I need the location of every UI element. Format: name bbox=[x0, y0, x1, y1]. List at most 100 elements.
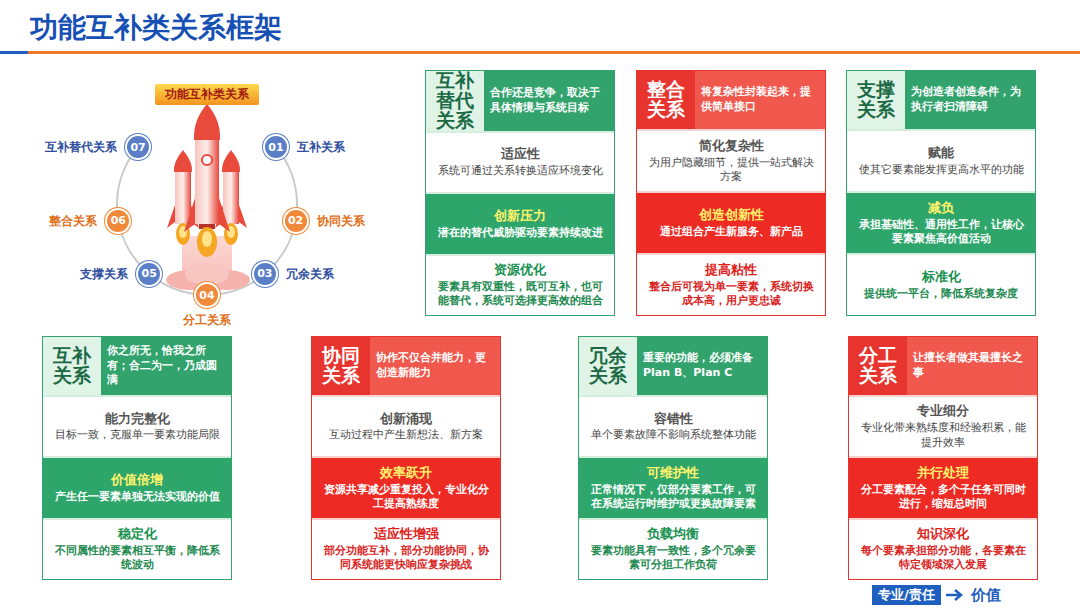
callout-number: 02 bbox=[288, 214, 303, 227]
section-heading: 适应性 bbox=[501, 146, 540, 163]
card-description-box: 合作还是竞争，取决于具体情境与系统目标 bbox=[484, 71, 614, 131]
feature-section: 稳定化不同属性的要素相互平衡，降低系统波动 bbox=[43, 520, 231, 579]
card-description: 为创造者创造条件，为执行者扫清障碍 bbox=[911, 85, 1029, 115]
stamp-label: 价值 bbox=[969, 586, 1003, 605]
section-body: 资源共享减少重复投入，专业化分工提高熟练度 bbox=[319, 483, 493, 512]
rocket-illustration bbox=[166, 104, 250, 290]
section-body: 系统可通过关系转换适应环境变化 bbox=[438, 164, 603, 178]
section-heading: 减负 bbox=[928, 200, 954, 217]
banner-text: 功能互补类关系 bbox=[165, 86, 249, 103]
card-description: 你之所无，恰我之所有；合二为一，乃成圆满 bbox=[107, 344, 225, 389]
section-body: 承担基础性、通用性工作，让核心要素聚焦高价值活动 bbox=[854, 218, 1028, 247]
feature-section: 创新涌现互动过程中产生新想法、新方案 bbox=[312, 397, 500, 456]
card-title: 冗余关系 bbox=[589, 346, 627, 386]
section-body: 产生任一要素单独无法实现的价值 bbox=[55, 490, 220, 504]
section-heading: 标准化 bbox=[922, 269, 961, 286]
section-heading: 效率跃升 bbox=[380, 465, 432, 482]
relation-card: 整合关系将复杂性封装起来，提供简单接口简化复杂性为用户隐藏细节，提供一站式解决方… bbox=[636, 70, 826, 316]
card-name-box: 分工关系 bbox=[849, 337, 907, 395]
feature-section: 资源优化要素具有双重性，既可互补，也可能替代，系统可选择更高效的组合 bbox=[426, 256, 614, 315]
feature-section: 创新压力潜在的替代威胁驱动要素持续改进 bbox=[426, 194, 614, 253]
card-title: 整合关系 bbox=[647, 80, 685, 120]
section-body: 目标一致，克服单一要素功能局限 bbox=[55, 428, 220, 442]
feature-section: 专业细分专业化带来熟练度和经验积累，能提升效率 bbox=[849, 397, 1037, 456]
circle-label: 支撑关系 bbox=[80, 265, 128, 282]
circle-label: 整合关系 bbox=[49, 212, 97, 229]
section-heading: 容错性 bbox=[654, 411, 693, 428]
feature-section: 可维护性正常情况下，仅部分要素工作，可在系统运行时维护或更换故障要素 bbox=[579, 458, 767, 517]
circle-label: 分工关系 bbox=[183, 312, 231, 329]
feature-section: 效率跃升资源共享减少重复投入，专业化分工提高熟练度 bbox=[312, 458, 500, 517]
callout-number: 03 bbox=[257, 267, 272, 280]
feature-section: 并行处理分工要素配合，多个子任务可同时进行，缩短总时间 bbox=[849, 458, 1037, 517]
section-heading: 稳定化 bbox=[118, 526, 157, 543]
callout-number: 05 bbox=[141, 267, 156, 280]
callout-number: 07 bbox=[130, 141, 145, 154]
card-description-box: 协作不仅合并能力，更创造新能力 bbox=[370, 337, 500, 395]
section-heading: 价值倍增 bbox=[111, 472, 163, 489]
card-name-box: 互补关系 bbox=[43, 337, 101, 395]
card-title: 互补关系 bbox=[53, 346, 91, 386]
card-header: 分工关系让擅长者做其最擅长之事 bbox=[849, 337, 1037, 395]
callout-number: 01 bbox=[268, 141, 283, 154]
banner: 功能互补类关系 bbox=[155, 84, 259, 105]
feature-section: 价值倍增产生任一要素单独无法实现的价值 bbox=[43, 458, 231, 517]
circle-label: 协同关系 bbox=[317, 212, 365, 229]
number-circle: 03冗余关系 bbox=[252, 261, 278, 287]
number-circle: 04分工关系 bbox=[194, 282, 220, 308]
feature-section: 容错性单个要素故障不影响系统整体功能 bbox=[579, 397, 767, 456]
section-heading: 创新涌现 bbox=[380, 411, 432, 428]
card-description: 合作还是竞争，取决于具体情境与系统目标 bbox=[490, 86, 608, 116]
section-heading: 适应性增强 bbox=[374, 526, 439, 543]
card-header: 冗余关系重要的功能，必须准备Plan B、Plan C bbox=[579, 337, 767, 395]
relation-card: 支撑关系为创造者创造条件，为执行者扫清障碍赋能使其它要素能发挥更高水平的功能减负… bbox=[846, 70, 1036, 316]
section-heading: 提高粘性 bbox=[705, 262, 757, 279]
section-heading: 能力完整化 bbox=[105, 411, 170, 428]
section-body: 正常情况下，仅部分要素工作，可在系统运行时维护或更换故障要素 bbox=[586, 483, 760, 512]
number-circle: 01互补关系 bbox=[263, 134, 289, 160]
feature-section: 负载均衡要素功能具有一致性，多个冗余要素可分担工作负荷 bbox=[579, 520, 767, 579]
section-body: 通过组合产生新服务、新产品 bbox=[660, 225, 803, 239]
feature-section: 减负承担基础性、通用性工作，让核心要素聚焦高价值活动 bbox=[847, 193, 1035, 253]
stamp-arrow bbox=[944, 588, 966, 602]
section-body: 使其它要素能发挥更高水平的功能 bbox=[859, 163, 1024, 177]
card-header: 互补关系你之所无，恰我之所有；合二为一，乃成圆满 bbox=[43, 337, 231, 395]
number-circle: 07互补替代关系 bbox=[125, 134, 151, 160]
card-title: 分工关系 bbox=[859, 346, 897, 386]
section-body: 专业化带来熟练度和经验积累，能提升效率 bbox=[856, 421, 1030, 450]
section-body: 不同属性的要素相互平衡，降低系统波动 bbox=[50, 544, 224, 573]
circle-label: 互补替代关系 bbox=[45, 139, 117, 156]
feature-section: 能力完整化目标一致，克服单一要素功能局限 bbox=[43, 397, 231, 456]
card-title: 互补替代关系 bbox=[436, 71, 474, 131]
section-body: 单个要素故障不影响系统整体功能 bbox=[591, 428, 756, 442]
section-heading: 资源优化 bbox=[494, 262, 546, 279]
section-body: 要素功能具有一致性，多个冗余要素可分担工作负荷 bbox=[586, 544, 760, 573]
section-heading: 简化复杂性 bbox=[699, 138, 764, 155]
card-title: 支撑关系 bbox=[857, 80, 895, 120]
section-body: 提供统一平台，降低系统复杂度 bbox=[864, 287, 1018, 301]
card-description-box: 为创造者创造条件，为执行者扫清障碍 bbox=[905, 71, 1035, 129]
section-heading: 赋能 bbox=[928, 145, 954, 162]
section-heading: 并行处理 bbox=[917, 465, 969, 482]
section-heading: 负载均衡 bbox=[647, 526, 699, 543]
title-rule bbox=[0, 51, 1080, 54]
feature-section: 赋能使其它要素能发挥更高水平的功能 bbox=[847, 131, 1035, 191]
card-description-box: 将复杂性封装起来，提供简单接口 bbox=[695, 71, 825, 129]
section-heading: 创新压力 bbox=[494, 208, 546, 225]
circle-label: 冗余关系 bbox=[286, 265, 334, 282]
section-body: 为用户隐藏细节，提供一站式解决方案 bbox=[644, 156, 818, 185]
section-body: 整合后可视为单一要素，系统切换成本高，用户更忠诚 bbox=[644, 280, 818, 309]
card-title: 协同关系 bbox=[322, 346, 360, 386]
value-stamp: 专业/责任 价值 bbox=[872, 585, 1003, 605]
stamp-label: 专业/责任 bbox=[872, 585, 941, 605]
feature-section: 提高粘性整合后可视为单一要素，系统切换成本高，用户更忠诚 bbox=[637, 255, 825, 315]
number-circle: 02协同关系 bbox=[283, 208, 309, 234]
section-body: 互动过程中产生新想法、新方案 bbox=[329, 428, 483, 442]
feature-section: 标准化提供统一平台，降低系统复杂度 bbox=[847, 255, 1035, 315]
card-description: 将复杂性封装起来，提供简单接口 bbox=[701, 85, 819, 115]
circle-label: 互补关系 bbox=[297, 139, 345, 156]
title-rule-accent bbox=[0, 51, 28, 54]
feature-section: 适应性系统可通过关系转换适应环境变化 bbox=[426, 133, 614, 192]
card-header: 协同关系协作不仅合并能力，更创造新能力 bbox=[312, 337, 500, 395]
card-name-box: 互补替代关系 bbox=[426, 71, 484, 131]
